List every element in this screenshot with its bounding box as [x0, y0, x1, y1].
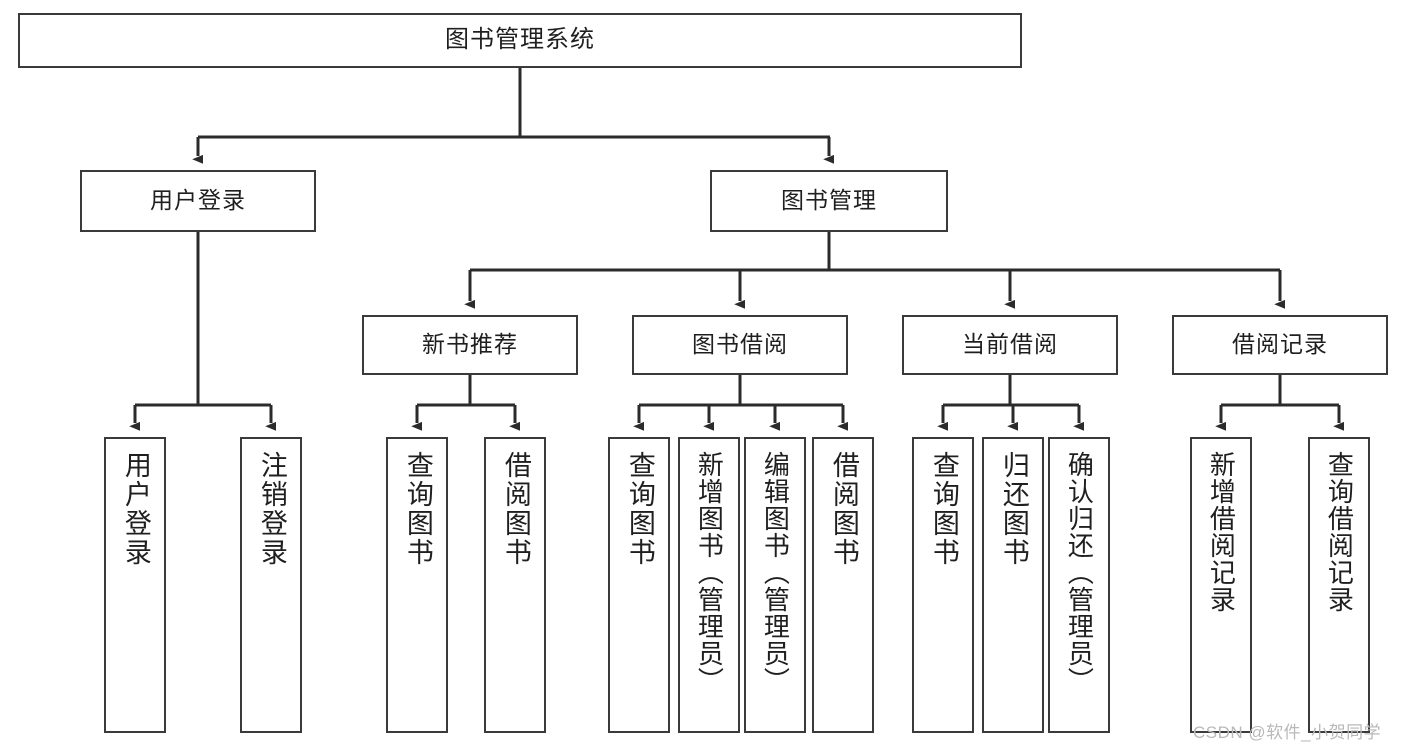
node-label: 查询图书: [402, 451, 433, 567]
node-label: 当前借阅: [962, 331, 1058, 358]
leaf-add-borrow-record[interactable]: 新增借阅记录: [1190, 437, 1252, 733]
node-borrow-record[interactable]: 借阅记录: [1172, 315, 1388, 375]
node-book-borrow[interactable]: 图书借阅: [632, 315, 848, 375]
node-label: 借阅图书: [828, 451, 859, 567]
node-label: 新增图书（管理员）: [694, 451, 725, 694]
node-label: 编辑图书（管理员）: [760, 451, 791, 694]
leaf-borrow-book[interactable]: 借阅图书: [812, 437, 874, 733]
node-label: 注销登录: [256, 451, 287, 567]
leaf-confirm-return-admin[interactable]: 确认归还（管理员）: [1048, 437, 1110, 733]
node-label: 用户登录: [120, 451, 151, 567]
node-new-book-recommend[interactable]: 新书推荐: [362, 315, 578, 375]
node-book-management[interactable]: 图书管理: [710, 170, 948, 232]
node-label: 查询图书: [624, 451, 655, 567]
leaf-edit-book-admin[interactable]: 编辑图书（管理员）: [744, 437, 806, 733]
node-label: 用户登录: [150, 187, 246, 214]
leaf-borrow-book-new[interactable]: 借阅图书: [484, 437, 546, 733]
leaf-add-book-admin[interactable]: 新增图书（管理员）: [678, 437, 740, 733]
node-label: 图书管理: [781, 187, 877, 214]
leaf-query-book[interactable]: 查询图书: [608, 437, 670, 733]
leaf-query-book-new[interactable]: 查询图书: [386, 437, 448, 733]
node-label: 确认归还（管理员）: [1064, 451, 1095, 694]
leaf-query-book-current[interactable]: 查询图书: [912, 437, 974, 733]
node-label: 查询图书: [928, 451, 959, 567]
leaf-user-login[interactable]: 用户登录: [104, 437, 166, 733]
node-label: 归还图书: [998, 451, 1029, 567]
node-label: 借阅记录: [1232, 331, 1328, 358]
leaf-query-borrow-record[interactable]: 查询借阅记录: [1308, 437, 1370, 733]
node-label: 借阅图书: [500, 451, 531, 567]
node-user-login[interactable]: 用户登录: [80, 170, 316, 232]
leaf-return-book[interactable]: 归还图书: [982, 437, 1044, 733]
node-root-book-management-system[interactable]: 图书管理系统: [18, 13, 1022, 68]
leaf-logout[interactable]: 注销登录: [240, 437, 302, 733]
node-label: 图书管理系统: [445, 26, 595, 54]
node-current-borrow[interactable]: 当前借阅: [902, 315, 1118, 375]
watermark-csdn: CSDN @软件_小贺同学: [1193, 723, 1382, 742]
node-label: 查询借阅记录: [1324, 451, 1355, 613]
node-label: 新书推荐: [422, 331, 518, 358]
node-label: 新增借阅记录: [1206, 451, 1237, 613]
node-label: 图书借阅: [692, 331, 788, 358]
